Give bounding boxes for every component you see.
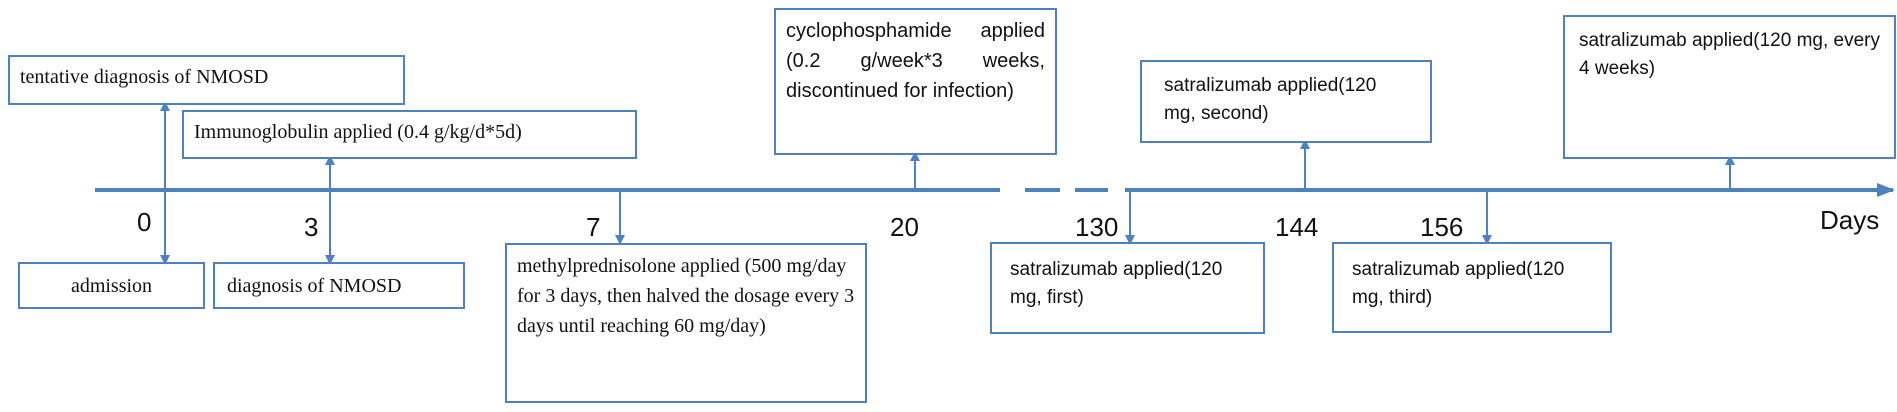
tick-label-day-0: 0 <box>137 207 152 237</box>
event-box-satralizumab-every-4-weeks: satralizumab applied(120 mg, every 4 wee… <box>1563 15 1896 159</box>
event-box-satralizumab-third: satralizumab applied(120 mg, third) <box>1332 242 1612 333</box>
event-box-immunoglobulin: Immunoglobulin applied (0.4 g/kg/d*5d) <box>182 110 637 159</box>
tick-label-day-7: 7 <box>586 212 601 242</box>
event-box-satralizumab-second: satralizumab applied(120 mg, second) <box>1140 60 1432 143</box>
event-box-tentative-diagnosis: tentative diagnosis of NMOSD <box>8 55 405 105</box>
tick-label-day-3: 3 <box>304 212 319 242</box>
tick-label-day-156: 156 <box>1420 212 1464 242</box>
event-box-satralizumab-first: satralizumab applied(120 mg, first) <box>990 242 1265 334</box>
tick-label-day-144: 144 <box>1275 212 1319 242</box>
event-box-methylprednisolone: methylprednisolone applied (500 mg/day f… <box>505 243 867 403</box>
tick-label-day-20: 20 <box>890 212 919 242</box>
tick-label-day-130: 130 <box>1075 212 1119 242</box>
event-box-admission: admission <box>18 262 205 309</box>
event-box-cyclophosphamide: cyclophosphamide applied (0.2 g/week*3 w… <box>774 8 1057 155</box>
axis-unit-label: Days <box>1820 205 1880 235</box>
event-box-diagnosis: diagnosis of NMOSD <box>213 262 465 309</box>
